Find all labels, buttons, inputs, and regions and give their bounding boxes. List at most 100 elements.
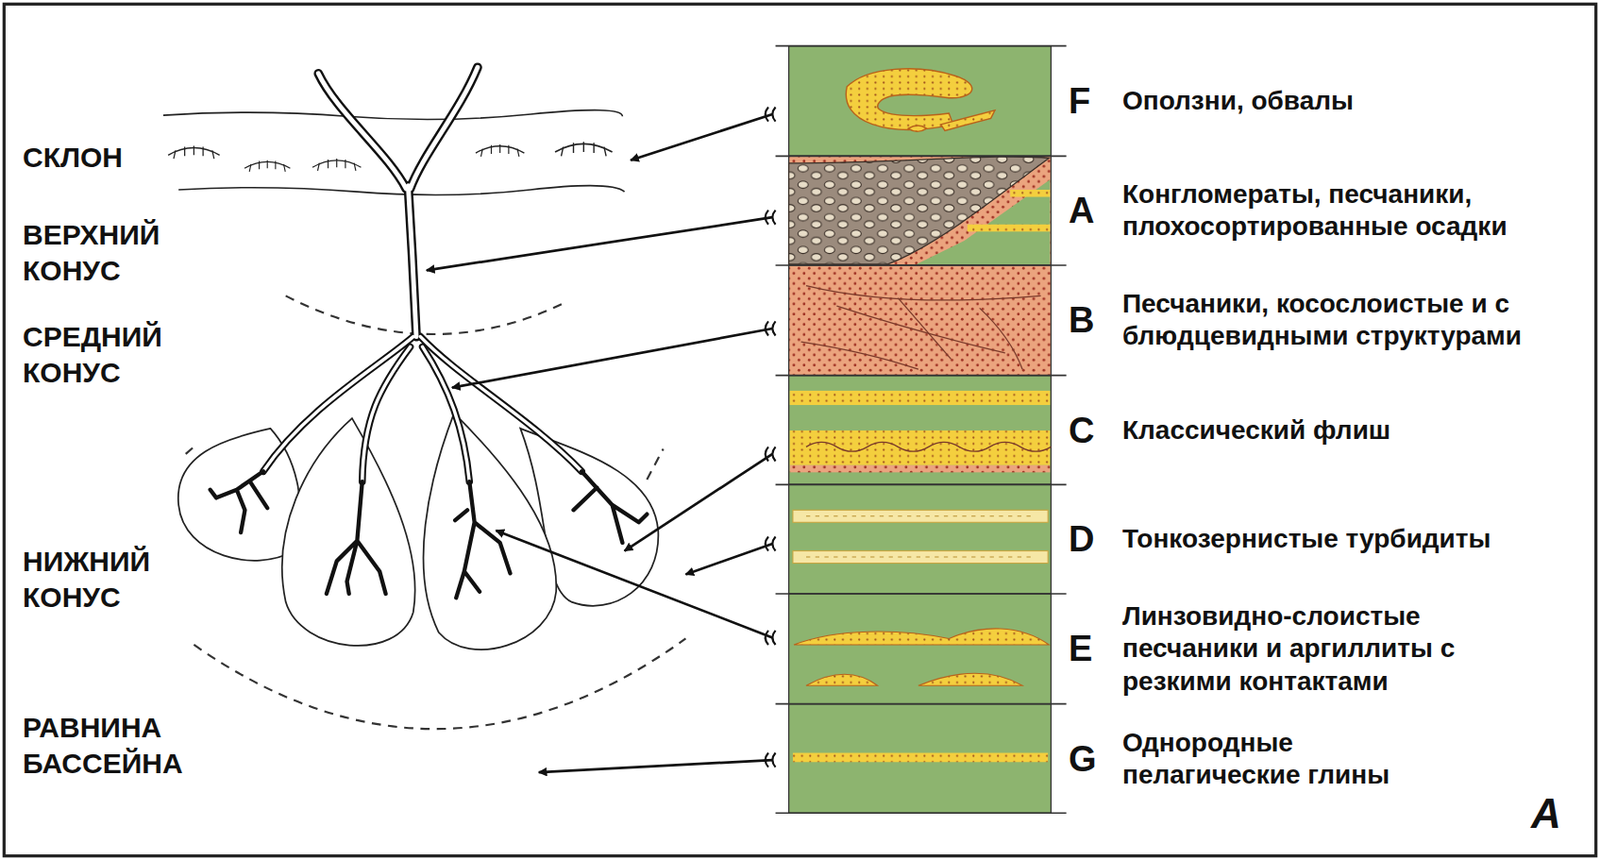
pelagic-bed-part <box>792 753 1048 763</box>
conglomerate-lens-part <box>967 224 1051 233</box>
conglomerate-lens-part <box>1010 189 1050 198</box>
facies-letter: E <box>1068 630 1116 667</box>
lenticular-beds-part <box>793 628 1049 645</box>
section-column-part <box>789 375 1052 486</box>
leader-arrows-part <box>495 530 773 638</box>
zone-boundaries-part <box>185 446 195 455</box>
facies-letter: C <box>1068 412 1116 449</box>
fan-lobes-part <box>423 413 557 650</box>
fan-lobes-part <box>282 418 416 646</box>
zone-label: ВЕРХНИЙ КОНУС <box>22 217 212 289</box>
cross-bedding-part <box>836 305 1005 354</box>
flysch-beds-part <box>806 441 1051 452</box>
zone-boundaries-part <box>193 638 686 729</box>
facies-band: BПесчаники, косослоистые и с блюдцевидны… <box>789 265 1598 376</box>
canyon-channel <box>263 67 582 482</box>
facies-letter: D <box>1068 521 1116 557</box>
leader-arrows <box>426 114 773 773</box>
figure-letter: A <box>1531 792 1562 835</box>
distributaries <box>210 471 648 598</box>
scarp-symbols-part <box>312 158 361 171</box>
cross-bedding-part <box>806 286 1042 301</box>
canyon-channel-part-part <box>410 67 478 189</box>
tail-marks-part <box>765 210 776 225</box>
tail-marks <box>765 106 776 767</box>
zone-label: НИЖНИЙ КОНУС <box>22 543 212 616</box>
facies-description: Тонкозернистые турбидиты <box>1122 522 1595 556</box>
canyon-channel-part-part <box>362 346 411 482</box>
canyon-channel-part <box>263 336 582 482</box>
facies-description: Однородные пелагические глины <box>1122 726 1463 792</box>
column-ticks <box>775 46 1067 814</box>
thin-turbidites-part <box>806 516 1036 557</box>
facies-band: DТонкозернистые турбидиты <box>789 484 1598 594</box>
section-column-part <box>789 155 1052 266</box>
facies-description: Классический флиш <box>1122 414 1557 447</box>
section-column <box>789 46 1052 814</box>
canyon-channel-part-part <box>420 336 582 472</box>
slump-folds-part <box>908 125 927 132</box>
lenticular-beds-part <box>918 673 1023 686</box>
facies-band: AКонгломераты, песчаники, плохосортирова… <box>789 155 1598 266</box>
pelagic-bed <box>792 753 1048 763</box>
conglomerate-lens-part <box>916 179 1051 265</box>
facies-letter: B <box>1068 302 1116 338</box>
scarp-symbols-part <box>555 141 613 156</box>
lenticular-beds-part <box>806 673 878 686</box>
facies-band: CКлассический флиш <box>789 375 1598 486</box>
facies-letter: G <box>1068 741 1116 777</box>
canyon-channel-part-part <box>263 336 414 472</box>
section-column-part <box>789 484 1052 594</box>
canyon-channel-part-part <box>407 185 417 337</box>
flysch-beds <box>790 390 1052 472</box>
tail-marks-part <box>765 536 776 551</box>
section-column-part <box>789 593 1052 705</box>
tail-marks-part <box>765 106 776 121</box>
slope-lines <box>163 110 625 196</box>
canyon-channel-part-part <box>318 73 406 189</box>
slope-lines-part <box>163 110 623 120</box>
distributaries-part <box>210 471 269 533</box>
frame <box>3 3 1596 856</box>
canyon-channel-part <box>263 336 582 482</box>
leader-arrows-part <box>630 114 773 161</box>
lenticular-beds <box>793 628 1049 686</box>
canyon-channel-part-part <box>420 336 582 472</box>
facies-description: Линзовидно-слоистые песчаники и аргиллит… <box>1122 600 1510 697</box>
leader-arrows-part <box>624 454 774 552</box>
facies-description: Песчаники, косослоистые и с блюдцевидным… <box>1122 287 1548 353</box>
canyon-channel-part-part <box>422 346 471 482</box>
canyon-channel-part-part <box>362 346 411 482</box>
canyon-channel-part <box>318 67 478 337</box>
column-ticks-part <box>775 46 1067 814</box>
scarp-symbols-part <box>168 146 219 160</box>
canyon-channel-part-part <box>410 67 478 189</box>
distributaries-part <box>326 481 387 594</box>
cross-bedding <box>801 286 1042 371</box>
facies-description: Оползни, обвалы <box>1122 84 1519 118</box>
distributaries-part <box>454 481 510 598</box>
cross-bedding-part <box>801 341 919 370</box>
leader-arrows-part <box>452 328 773 388</box>
facies-description: Конгломераты, песчаники, плохосортирован… <box>1122 178 1590 243</box>
tail-marks-part <box>765 446 776 461</box>
zone-label: СРЕДНИЙ КОНУС <box>22 319 212 391</box>
canyon-channel-part-part <box>318 73 406 189</box>
section-column-part <box>789 46 1052 157</box>
canyon-channel-part-part <box>263 336 414 472</box>
distributaries-part <box>573 471 648 543</box>
facies-band: EЛинзовидно-слоистые песчаники и аргилли… <box>789 593 1598 705</box>
flysch-beds-part <box>790 465 1051 473</box>
thin-turbidites <box>792 509 1048 563</box>
leader-arrows-part <box>685 543 773 574</box>
flysch-beds-part <box>790 390 1051 405</box>
zone-label: РАВНИНА БАССЕЙНА <box>22 709 212 782</box>
facies-letter: A <box>1068 192 1116 229</box>
zone-boundaries-part <box>286 295 567 335</box>
cross-bedding-part <box>979 307 1023 370</box>
scarp-symbols-part <box>244 160 290 172</box>
slump-folds-part <box>845 68 972 131</box>
facies-band: FОползни, обвалы <box>789 46 1598 157</box>
slump-folds <box>845 68 995 133</box>
